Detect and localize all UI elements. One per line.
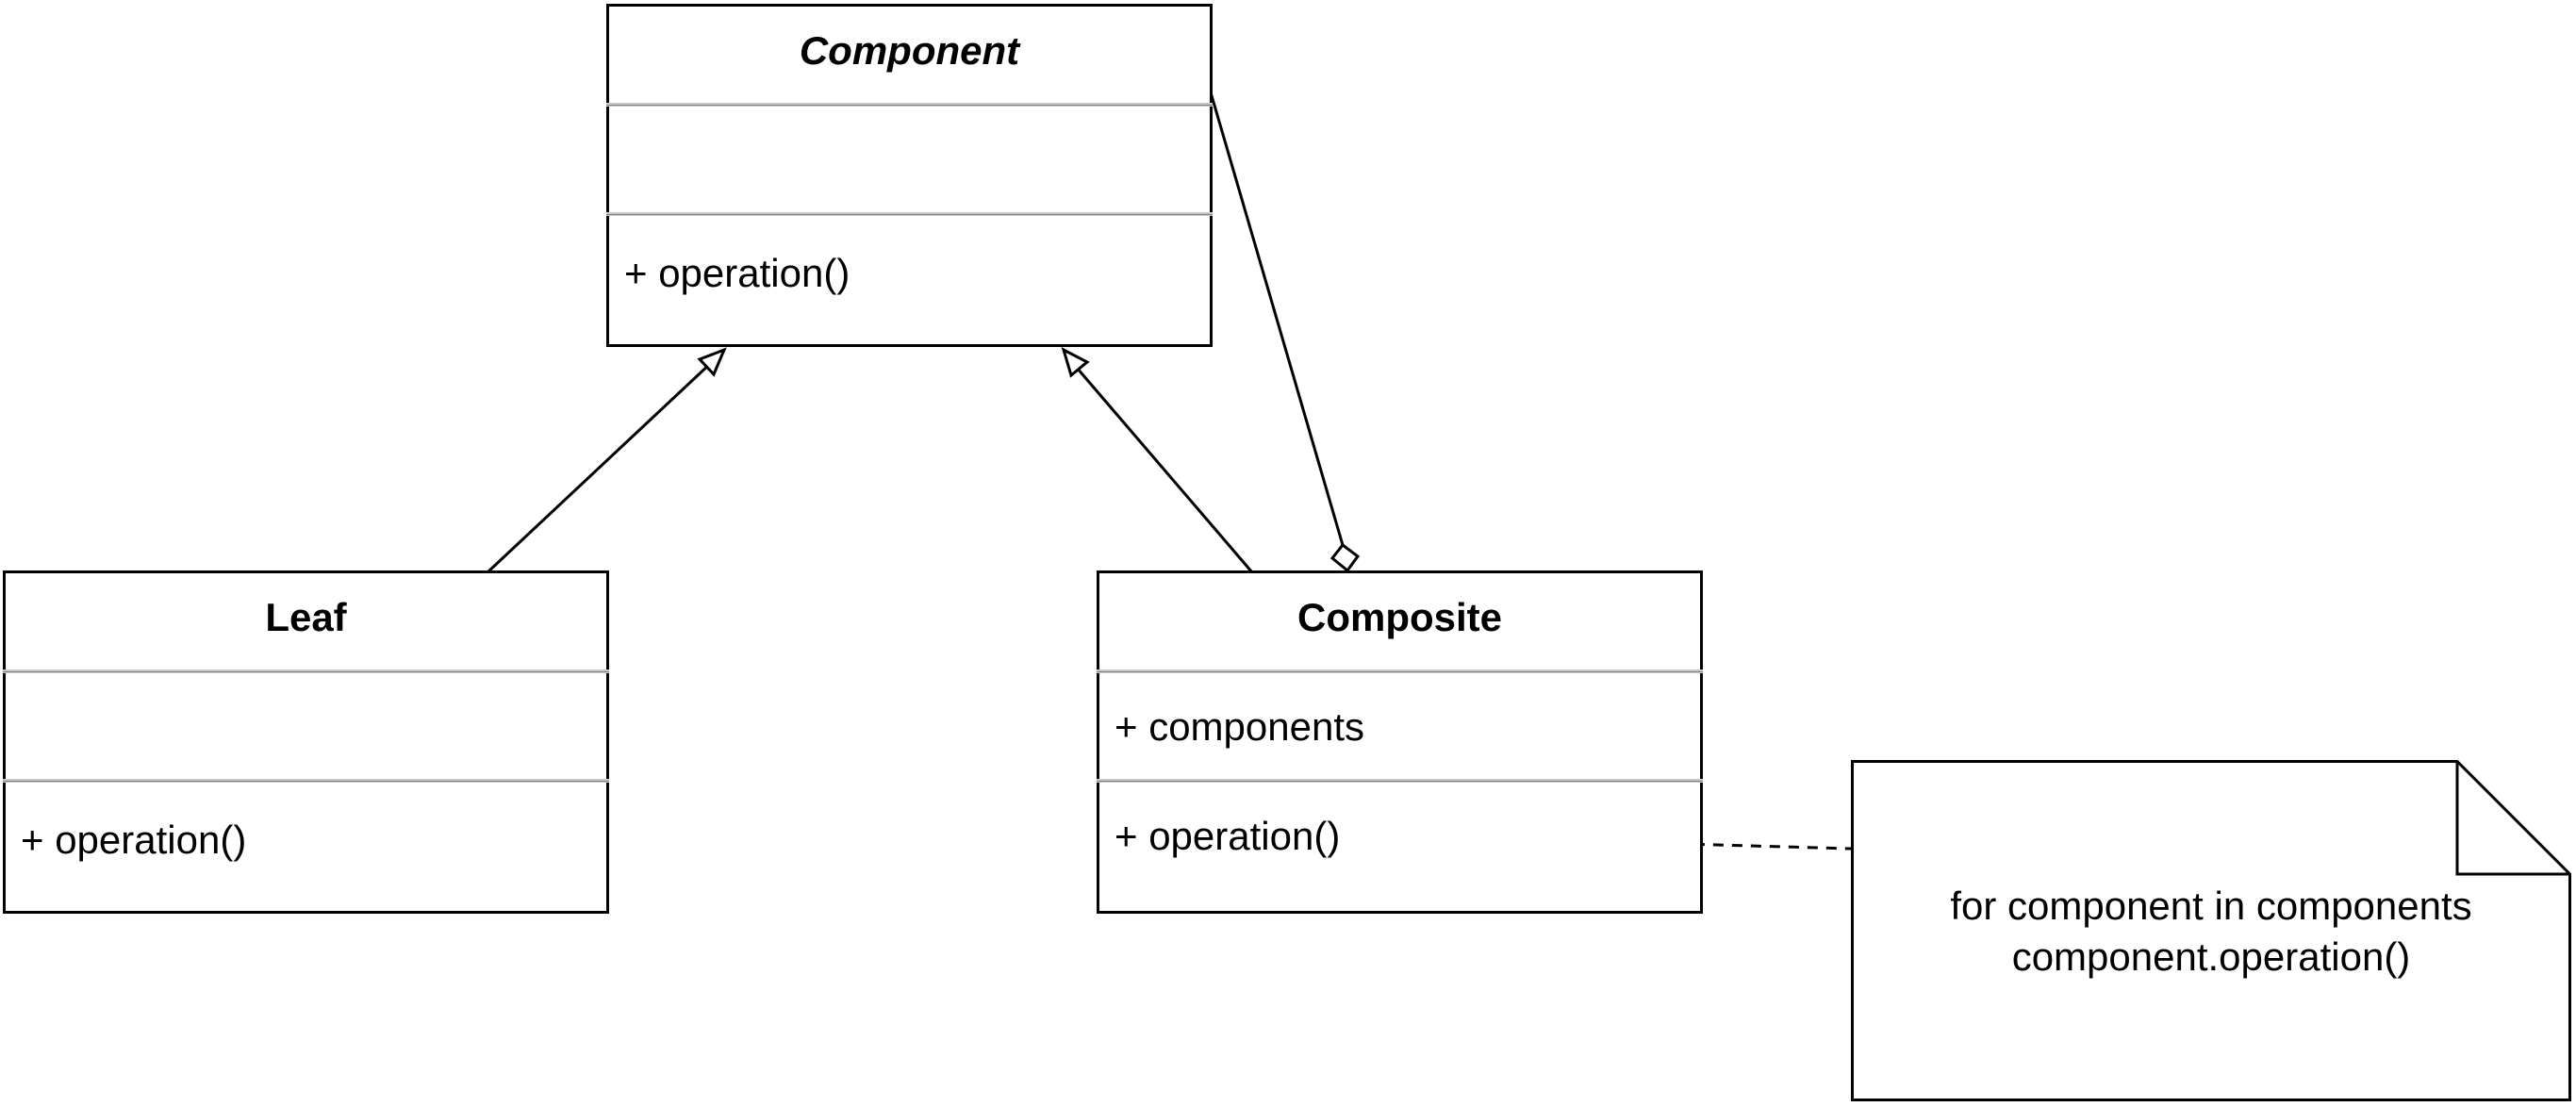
code-note: for component in components component.op… (1851, 760, 2571, 1101)
attribute-divider (606, 103, 1213, 107)
composite-attribute: + components (1115, 704, 1365, 749)
attribute-divider (3, 669, 609, 673)
note-line-2: component.operation() (2011, 934, 2411, 979)
leaf-class-box: Leaf + operation() (3, 570, 609, 914)
note-line-1: for component in components (1950, 884, 2472, 928)
hollow-triangle-arrowhead (1061, 347, 1090, 378)
composite-generalization-edge (1061, 347, 1254, 573)
composite-operation: + operation() (1115, 814, 1341, 858)
hollow-triangle-arrowhead (697, 347, 727, 377)
operation-divider (1097, 779, 1703, 783)
hollow-diamond-marker (1329, 542, 1361, 573)
composite-class-name: Composite (1296, 595, 1502, 639)
leaf-generalization-edge (486, 347, 727, 574)
note-anchor-edge (1411, 834, 1852, 851)
aggregation-edge (1209, 91, 1361, 573)
component-operation: + operation() (624, 251, 850, 295)
composite-class-box: Composite + components + operation() (1097, 570, 1703, 914)
note-text: for component in components component.op… (1851, 881, 2571, 983)
attribute-divider (1097, 669, 1703, 673)
leaf-operation: + operation() (21, 818, 247, 862)
note-folded-corner (2455, 761, 2570, 876)
component-class-name: Component (799, 28, 1020, 73)
component-class-box: Component + operation() (606, 4, 1213, 347)
operation-divider (606, 212, 1213, 216)
leaf-class-name: Leaf (265, 595, 347, 639)
operation-divider (3, 779, 609, 783)
note-shape (1851, 760, 2571, 1101)
